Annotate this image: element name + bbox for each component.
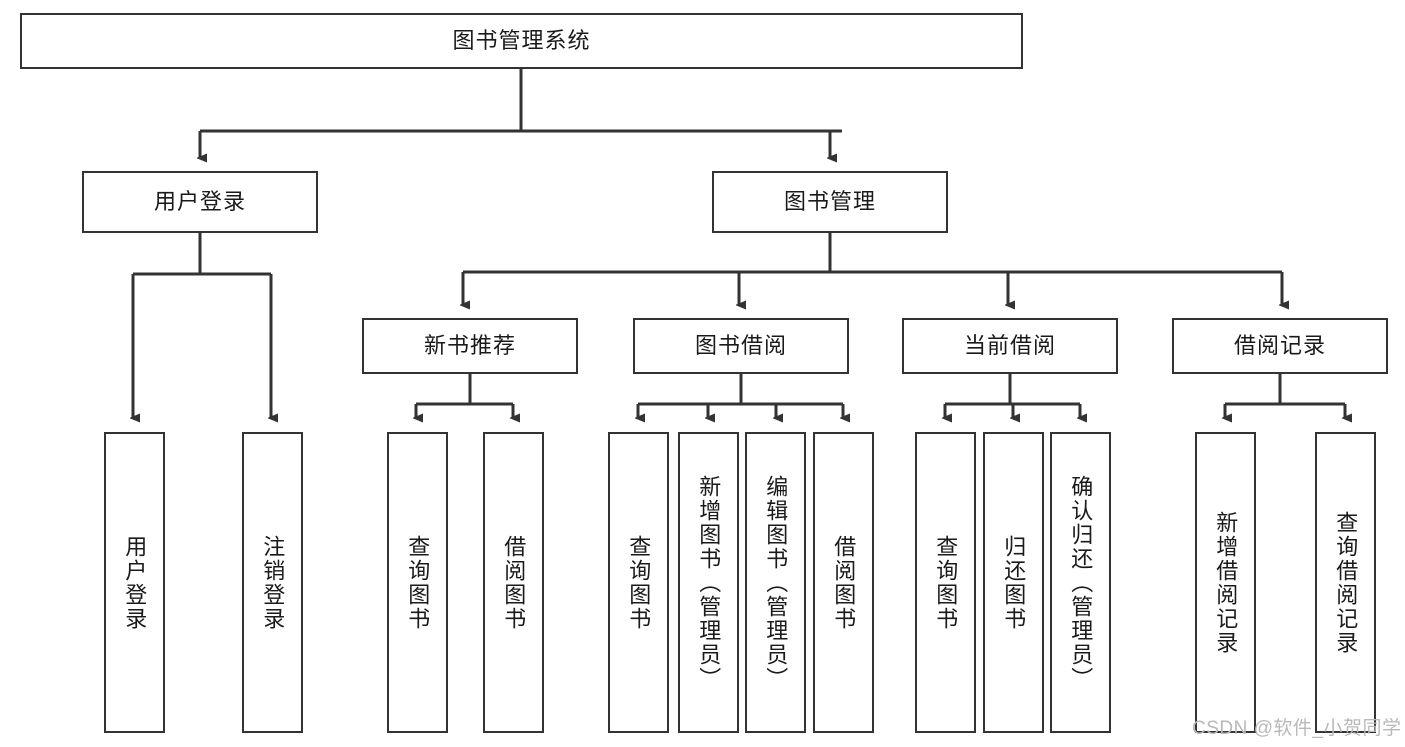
node-new-book-recommendation[interactable]: 新书推荐 xyxy=(362,318,578,374)
node-label: 新书推荐 xyxy=(423,332,516,358)
node-label: 新增图书（管理员） xyxy=(696,474,722,691)
node-label: 图书管理 xyxy=(783,188,876,214)
leaf-add-borrowing-record[interactable]: 新增借阅记录 xyxy=(1195,432,1256,733)
node-label: 借阅图书 xyxy=(501,534,527,631)
leaf-edit-book-admin[interactable]: 编辑图书（管理员） xyxy=(745,432,806,733)
node-book-management-system[interactable]: 图书管理系统 xyxy=(20,13,1023,69)
node-label: 用户登录 xyxy=(153,188,246,214)
leaf-query-books-current[interactable]: 查询图书 xyxy=(915,432,976,733)
node-current-borrowing[interactable]: 当前借阅 xyxy=(902,318,1118,374)
node-label: 用户登录 xyxy=(122,534,148,631)
node-borrowing-records[interactable]: 借阅记录 xyxy=(1172,318,1388,374)
node-label: 借阅记录 xyxy=(1233,332,1326,358)
node-label: 确认归还（管理员） xyxy=(1068,474,1094,691)
leaf-user-login[interactable]: 用户登录 xyxy=(104,432,165,733)
node-label: 查询借阅记录 xyxy=(1333,510,1359,655)
leaf-confirm-return-admin[interactable]: 确认归还（管理员） xyxy=(1050,432,1111,733)
leaf-logout[interactable]: 注销登录 xyxy=(242,432,303,733)
node-user-login[interactable]: 用户登录 xyxy=(82,171,318,233)
node-label: 注销登录 xyxy=(260,534,286,631)
node-label: 归还图书 xyxy=(1001,534,1027,631)
node-label: 查询图书 xyxy=(626,534,652,631)
leaf-query-books-recommendation[interactable]: 查询图书 xyxy=(387,432,448,733)
node-label: 查询图书 xyxy=(933,534,959,631)
node-label: 借阅图书 xyxy=(831,534,857,631)
leaf-return-books[interactable]: 归还图书 xyxy=(983,432,1044,733)
node-label: 图书借阅 xyxy=(694,332,787,358)
leaf-query-borrowing-record[interactable]: 查询借阅记录 xyxy=(1315,432,1376,733)
leaf-borrow-books-borrowing[interactable]: 借阅图书 xyxy=(813,432,874,733)
node-book-management[interactable]: 图书管理 xyxy=(712,171,948,233)
leaf-query-books-borrowing[interactable]: 查询图书 xyxy=(608,432,669,733)
node-label: 查询图书 xyxy=(405,534,431,631)
leaf-borrow-books-recommendation[interactable]: 借阅图书 xyxy=(483,432,544,733)
node-book-borrowing[interactable]: 图书借阅 xyxy=(633,318,849,374)
node-label: 图书管理系统 xyxy=(452,27,591,53)
node-label: 编辑图书（管理员） xyxy=(763,474,789,691)
node-label: 当前借阅 xyxy=(963,332,1056,358)
node-label: 新增借阅记录 xyxy=(1213,510,1239,655)
leaf-add-book-admin[interactable]: 新增图书（管理员） xyxy=(678,432,739,733)
csdn-watermark: CSDN @软件_小贺同学 xyxy=(1192,718,1402,739)
